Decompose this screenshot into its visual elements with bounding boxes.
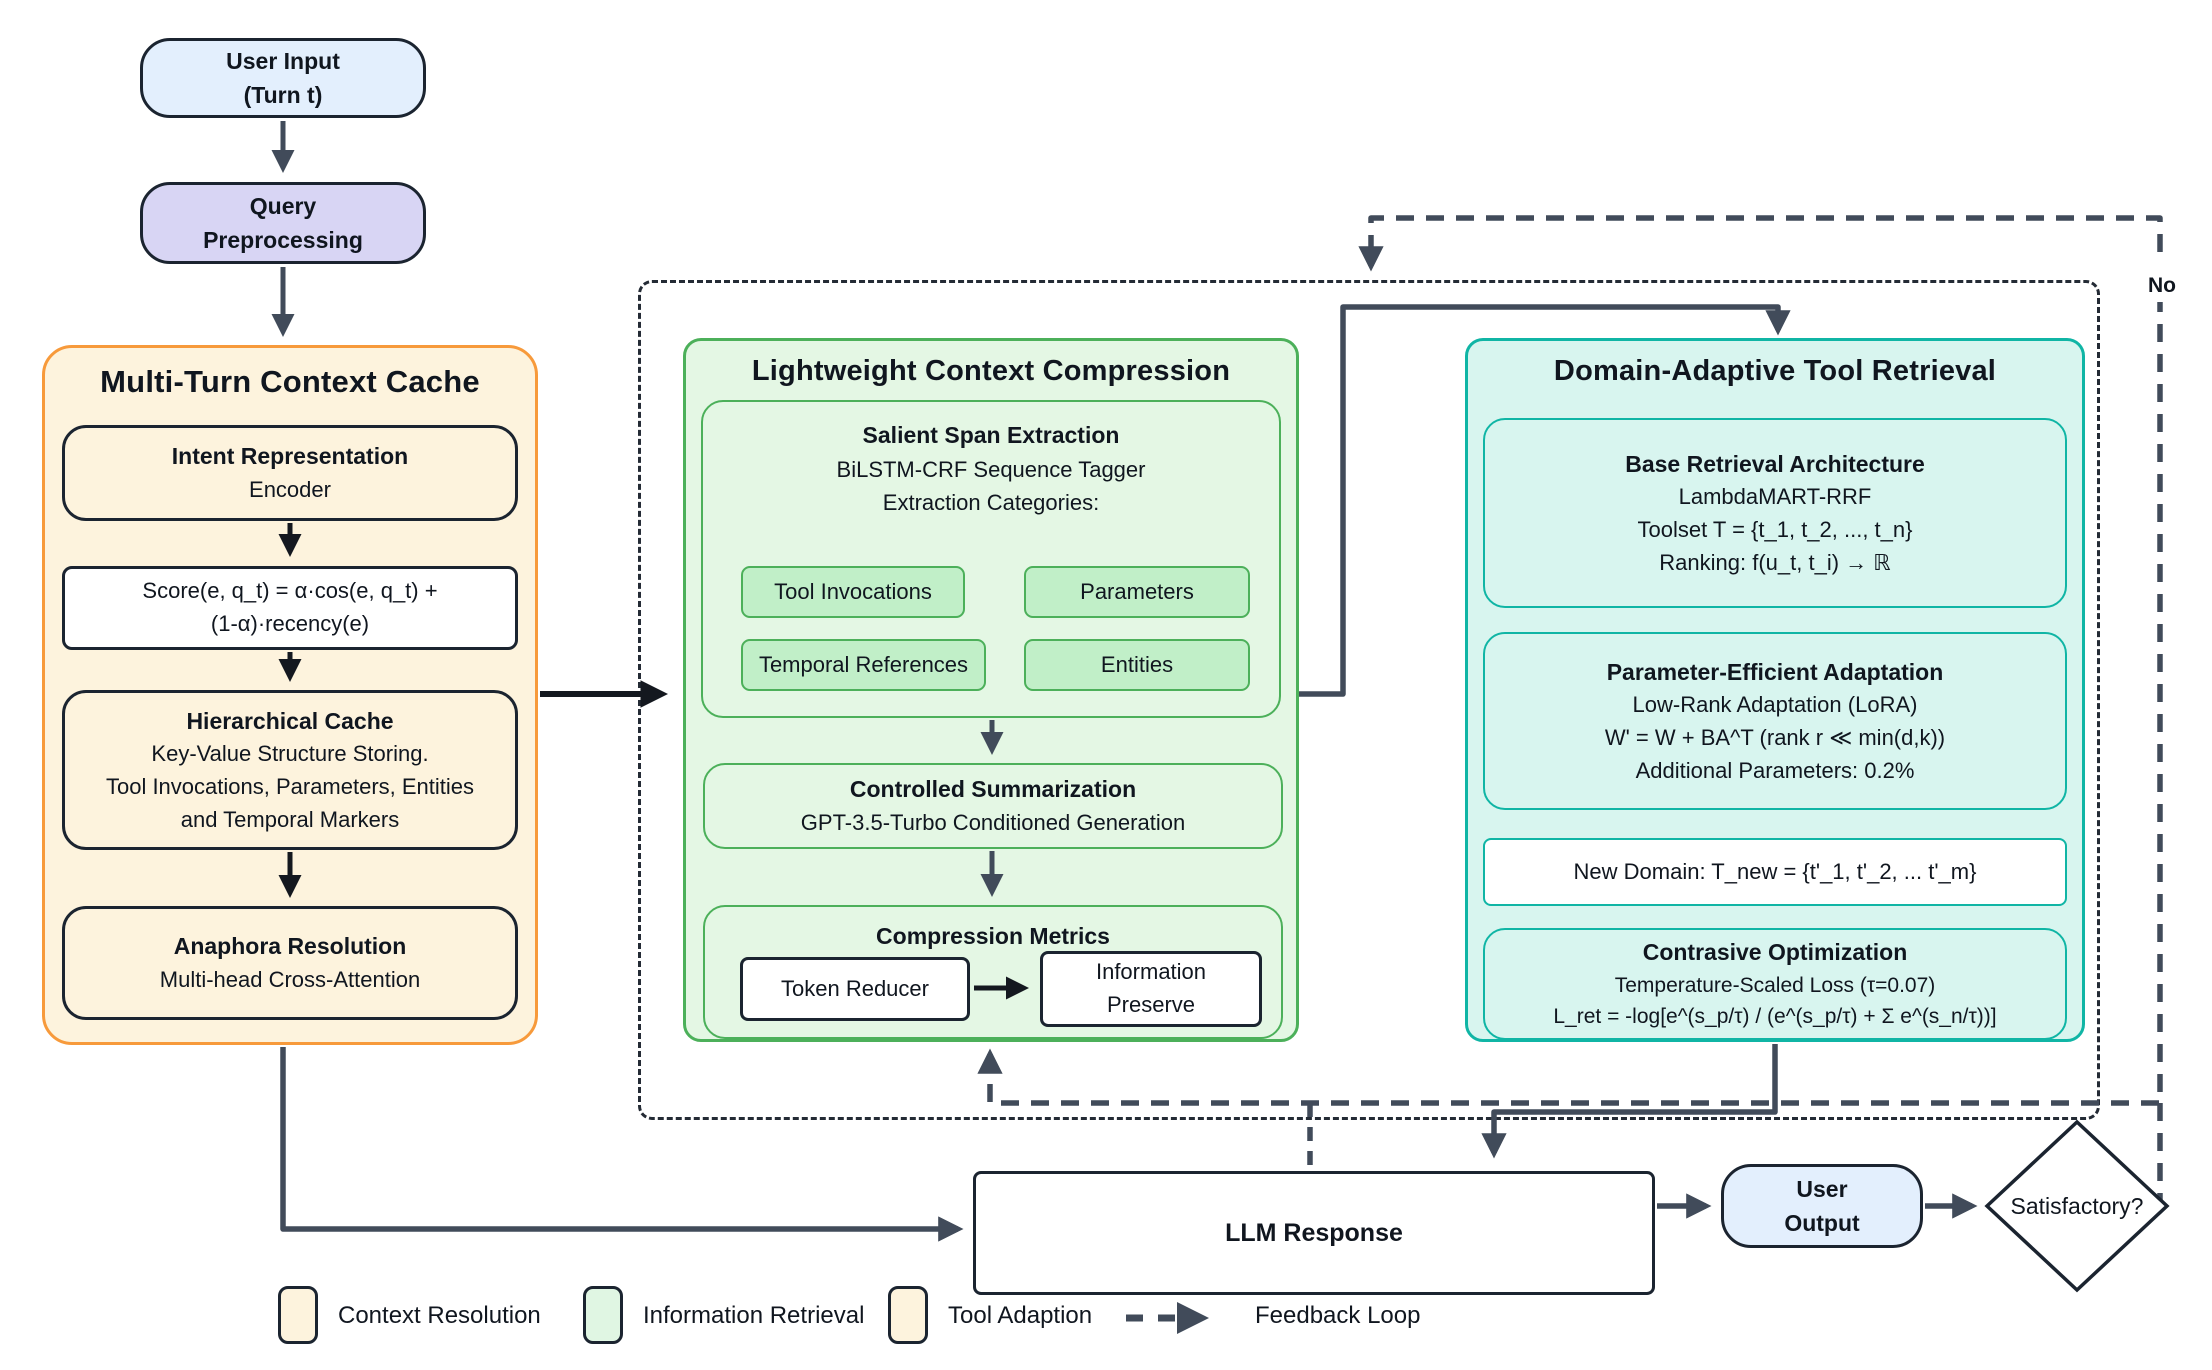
node-new-domain: New Domain: T_new = {t'_1, t'_2, ... t'_… <box>1483 838 2067 906</box>
chip-entities: Entities <box>1024 639 1250 691</box>
legend-swatch-tool-adaption <box>888 1286 928 1344</box>
legend-label-information-retrieval: Information Retrieval <box>643 1302 865 1329</box>
legend-swatch-information-retrieval <box>583 1286 623 1344</box>
node-user-input: User Input (Turn t) <box>140 38 426 118</box>
hierarchical-body: Key-Value Structure Storing. Tool Invoca… <box>105 741 475 832</box>
decision-diamond-shape <box>1984 1119 2170 1293</box>
no-label: No <box>2148 274 2176 297</box>
node-token-reducer: Token Reducer <box>740 957 970 1021</box>
metrics-title: Compression Metrics <box>876 923 1110 949</box>
legend-label-feedback-loop: Feedback Loop <box>1255 1302 1421 1329</box>
chip-tool-invocations: Tool Invocations <box>741 566 965 618</box>
base-body: LambdaMART-RRF Toolset T = {t_1, t_2, ..… <box>1637 484 1913 575</box>
chip-temporal-references: Temporal References <box>741 639 986 691</box>
node-parameter-efficient-adaptation: Parameter-Efficient Adaptation Low-Rank … <box>1483 632 2067 810</box>
legend-label-context-resolution: Context Resolution <box>338 1302 541 1329</box>
contrastive-body: Temperature-Scaled Loss (τ=0.07) L_ret =… <box>1553 973 1997 1029</box>
compression-section-title: Lightweight Context Compression <box>751 355 1231 387</box>
node-hierarchical-cache: Hierarchical Cache Key-Value Structure S… <box>62 690 518 850</box>
intent-title: Intent Representation <box>171 443 409 470</box>
cache-section-title: Multi-Turn Context Cache <box>100 364 480 399</box>
param-body: Low-Rank Adaptation (LoRA) W' = W + BA^T… <box>1604 692 1946 783</box>
anaphora-title: Anaphora Resolution <box>173 933 407 960</box>
node-controlled-summarization: Controlled Summarization GPT-3.5-Turbo C… <box>703 763 1283 849</box>
node-contrastive-optimization: Contrasive Optimization Temperature-Scal… <box>1483 928 2067 1040</box>
contrastive-title: Contrasive Optimization <box>1642 939 1908 966</box>
legend-swatch-context-resolution <box>278 1286 318 1344</box>
chip-parameters: Parameters <box>1024 566 1250 618</box>
node-information-preserve: Information Preserve <box>1040 951 1262 1027</box>
node-user-output: User Output <box>1721 1164 1923 1248</box>
node-base-retrieval-architecture: Base Retrieval Architecture LambdaMART-R… <box>1483 418 2067 608</box>
node-query-preprocessing: Query Preprocessing <box>140 182 426 264</box>
controlled-title: Controlled Summarization <box>849 776 1137 803</box>
controlled-body: GPT-3.5-Turbo Conditioned Generation <box>800 809 1186 835</box>
retrieval-section-title: Domain-Adaptive Tool Retrieval <box>1553 355 1997 387</box>
node-anaphora-resolution: Anaphora Resolution Multi-head Cross-Att… <box>62 906 518 1020</box>
no-label-bg <box>2136 264 2188 302</box>
node-llm-response: LLM Response <box>973 1171 1655 1295</box>
hierarchical-title: Hierarchical Cache <box>186 707 394 734</box>
salient-body: BiLSTM-CRF Sequence Tagger Extraction Ca… <box>836 457 1146 515</box>
salient-title: Salient Span Extraction <box>862 422 1120 448</box>
node-score-formula: Score(e, q_t) = α·cos(e, q_t) + (1-α)·re… <box>62 566 518 650</box>
legend-label-tool-adaption: Tool Adaption <box>948 1302 1093 1329</box>
decision-label: Satisfactory? <box>2011 1193 2144 1219</box>
base-title: Base Retrieval Architecture <box>1625 450 1925 477</box>
anaphora-body: Multi-head Cross-Attention <box>159 966 421 992</box>
param-title: Parameter-Efficient Adaptation <box>1606 658 1944 685</box>
intent-body: Encoder <box>249 476 331 502</box>
node-intent-representation: Intent Representation Encoder <box>62 425 518 521</box>
